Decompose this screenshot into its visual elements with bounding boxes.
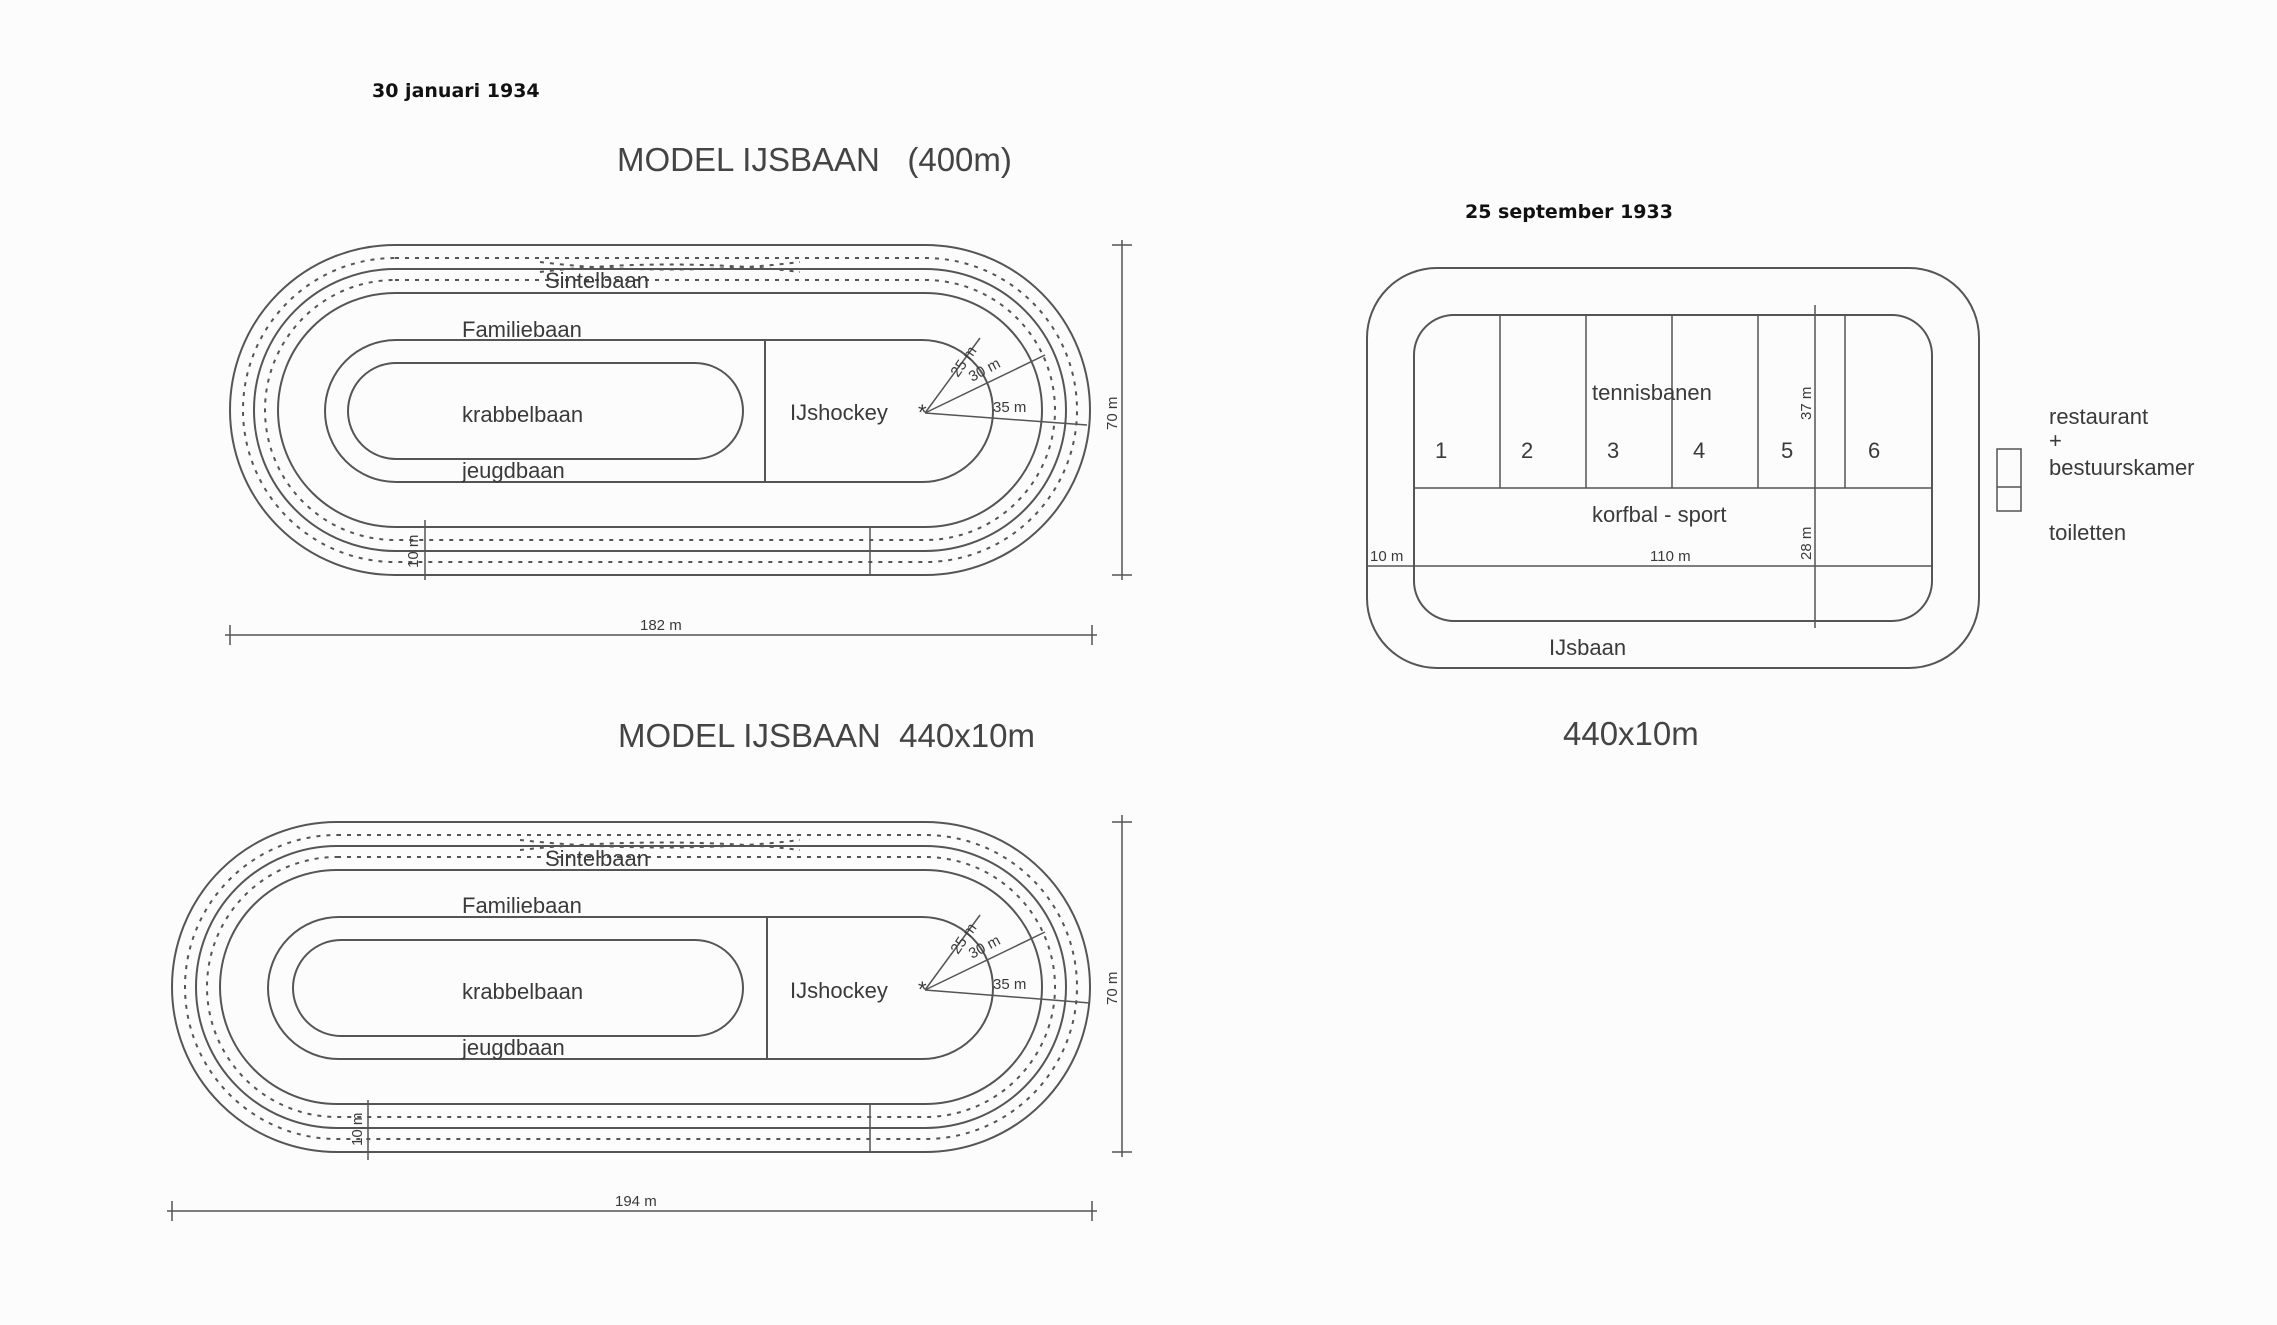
track-line-2: [253, 268, 1067, 552]
label-sintelbaan: Sintelbaan: [545, 846, 649, 871]
court-number-6: 6: [1868, 438, 1880, 463]
label-ijsbaan: IJsbaan: [1549, 635, 1626, 660]
model-440x10m: MODEL IJSBAAN 440x10m * Sintelbaan Famil…: [167, 717, 1132, 1221]
radius-25: [924, 337, 981, 414]
label-jeugdbaan: jeugdbaan: [461, 1035, 565, 1060]
track-line-3: [219, 869, 1043, 1105]
court-number-5: 5: [1781, 438, 1793, 463]
label-toiletten: toiletten: [2049, 520, 2126, 545]
dotted-lane-1: [184, 834, 1078, 1140]
label-lane: 10 m: [405, 535, 422, 568]
label-familiebaan: Familiebaan: [462, 317, 582, 342]
track-line-2: [195, 845, 1067, 1129]
label-height: 70 m: [1104, 397, 1121, 430]
radius-30: [924, 931, 1046, 991]
date-top: 30 januari 1934: [372, 80, 540, 102]
label-width: 194 m: [615, 1193, 657, 1210]
label-r35: 35 m: [993, 399, 1026, 416]
label-bestuurskamer: bestuurskamer: [2049, 455, 2195, 480]
court-number-2: 2: [1521, 438, 1533, 463]
label-110m: 110 m: [1650, 548, 1691, 565]
court-number-1: 1: [1435, 438, 1447, 463]
label-lane: 10 m: [349, 1113, 366, 1146]
label-sintelbaan: Sintelbaan: [545, 268, 649, 293]
label-28m: 28 m: [1798, 527, 1815, 560]
date-right: 25 september 1933: [1465, 201, 1673, 223]
label-jeugdbaan: jeugdbaan: [461, 458, 565, 483]
label-restaurant: restaurant: [2049, 404, 2148, 429]
label-37m: 37 m: [1798, 387, 1815, 420]
dotted-lane-2: [264, 279, 1056, 541]
court-number-3: 3: [1607, 438, 1619, 463]
model-400m: 30 januari 1934 MODEL IJSBAAN (400m) * S…: [225, 80, 1132, 645]
radius-35: [924, 989, 1091, 1004]
building-block: [1996, 448, 2022, 512]
ijsbaan-inner: [1413, 314, 1933, 622]
radius-25: [924, 914, 981, 991]
outer-track-line: [229, 244, 1091, 576]
crossing-dots-a: [519, 839, 801, 849]
crossing-dots-a: [539, 261, 801, 271]
label-ijshockey: IJshockey: [790, 978, 888, 1003]
krabbelbaan-oval: [292, 939, 744, 1037]
radius-30: [924, 354, 1046, 414]
crossing-dots-b: [519, 841, 801, 851]
centre-mark: *: [918, 400, 927, 425]
track-line-3: [277, 292, 1043, 528]
familiebaan-track: [324, 339, 994, 483]
court-number-4: 4: [1693, 438, 1705, 463]
crossing-dots-b: [539, 263, 801, 273]
label-familiebaan: Familiebaan: [462, 893, 582, 918]
label-krabbelbaan: krabbelbaan: [462, 402, 583, 427]
label-korfbal: korfbal - sport: [1592, 502, 1727, 527]
krabbelbaan-oval: [347, 362, 744, 460]
label-10m: 10 m: [1370, 548, 1403, 565]
label-plus: +: [2049, 428, 2062, 453]
label-height: 70 m: [1104, 972, 1121, 1005]
outer-track-line: [171, 821, 1091, 1153]
radius-35: [924, 412, 1088, 426]
label-r35: 35 m: [993, 976, 1026, 993]
label-ijshockey: IJshockey: [790, 400, 888, 425]
dotted-lane-1: [242, 257, 1078, 563]
familiebaan-track: [267, 916, 994, 1060]
plan-1933: 25 september 1933 37 m 28 m 10 m 110 m t…: [1366, 201, 2195, 752]
centre-mark: *: [918, 977, 927, 1002]
label-krabbelbaan: krabbelbaan: [462, 979, 583, 1004]
title-top: MODEL IJSBAAN (400m): [617, 141, 1012, 178]
dotted-lane-2: [206, 856, 1056, 1118]
caption-440x10m: 440x10m: [1563, 715, 1699, 752]
title-bottom: MODEL IJSBAAN 440x10m: [618, 717, 1035, 754]
ijsbaan-outer: [1366, 267, 1980, 669]
label-width: 182 m: [640, 617, 682, 634]
label-tennisbanen: tennisbanen: [1592, 380, 1712, 405]
